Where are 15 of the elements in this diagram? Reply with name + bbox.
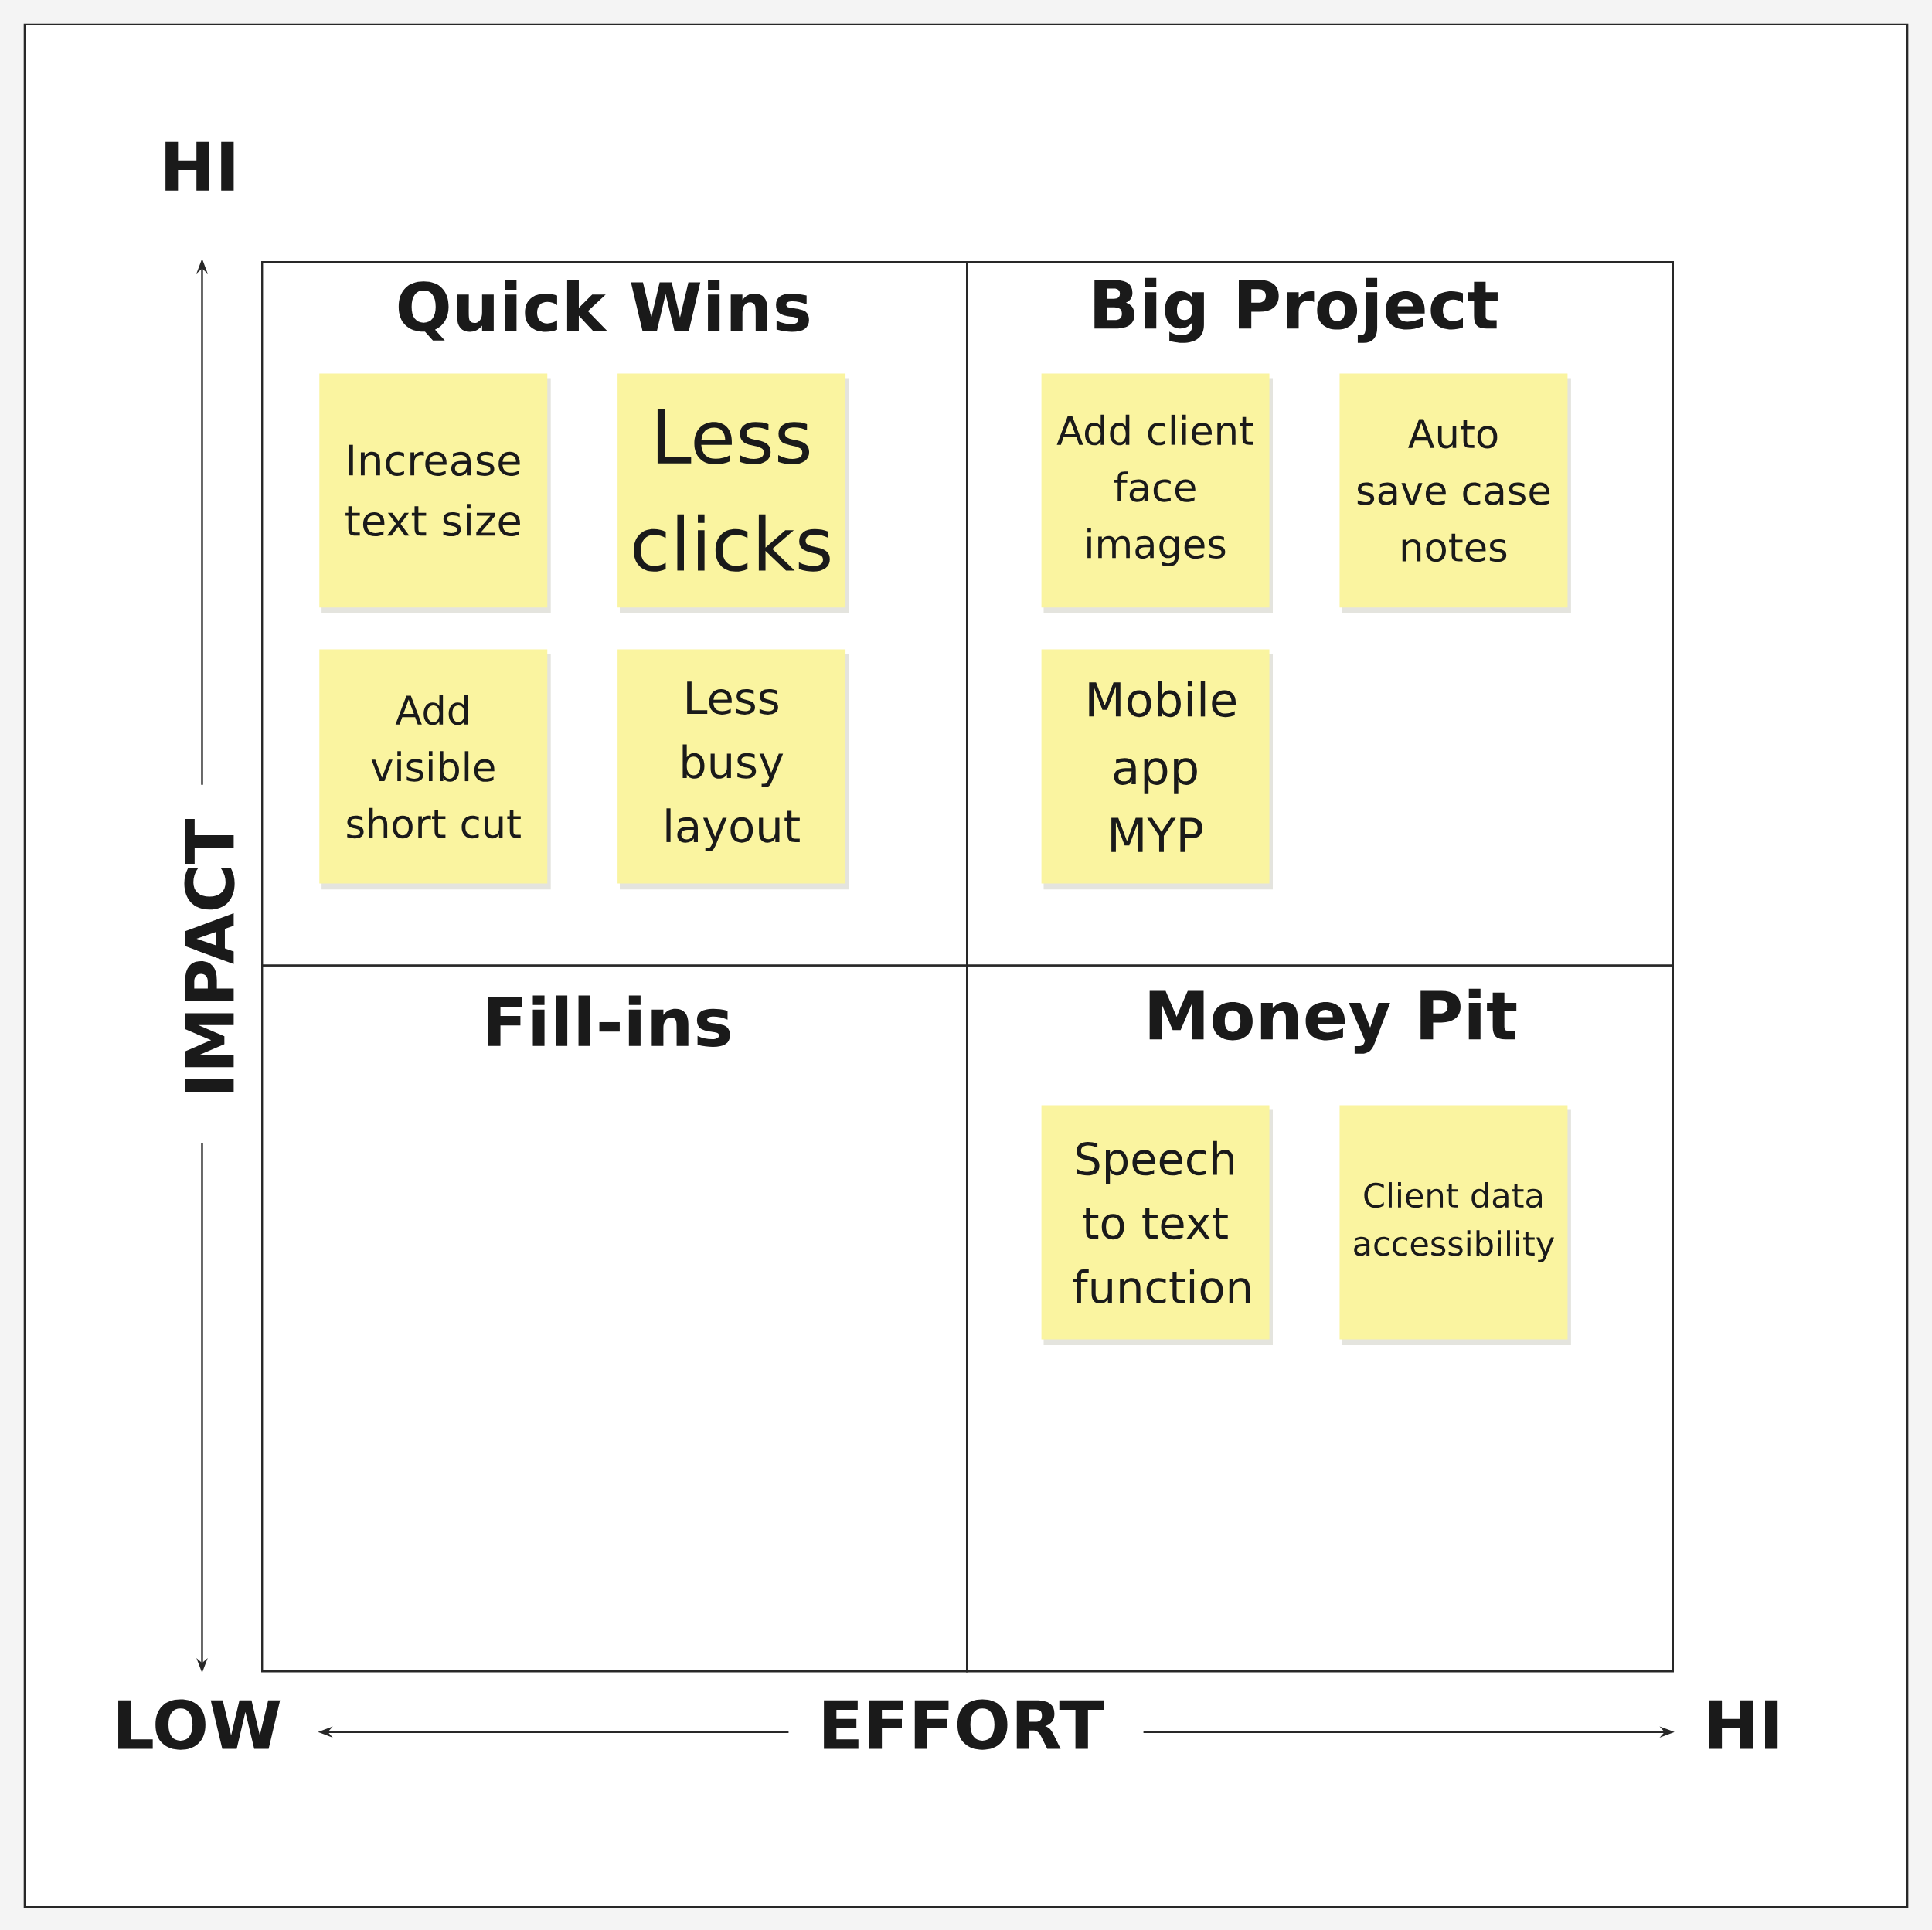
sticky-note: Less busy layout — [617, 649, 846, 884]
axis-label: LOW — [118, 1699, 281, 1750]
sticky-note: Speech to text function — [1041, 1105, 1270, 1340]
axis-label: IMPACT — [184, 818, 235, 1092]
sticky-note: Increase text size — [319, 373, 548, 608]
sticky-note: Auto save case notes — [1339, 373, 1568, 608]
sticky-note: Add client face images — [1041, 373, 1270, 608]
sticky-note: Less clicks — [617, 373, 846, 608]
sticky-note: Mobile app MYP — [1041, 649, 1270, 884]
axis-label: HI — [1709, 1700, 1778, 1749]
sticky-note: Add visible short cut — [319, 649, 548, 884]
axis-label: HI — [165, 141, 234, 191]
axis-label: EFFORT — [824, 1699, 1104, 1750]
quadrant-box: Fill-ins — [261, 964, 968, 1673]
sticky-note: Client data accessibility — [1339, 1105, 1568, 1340]
